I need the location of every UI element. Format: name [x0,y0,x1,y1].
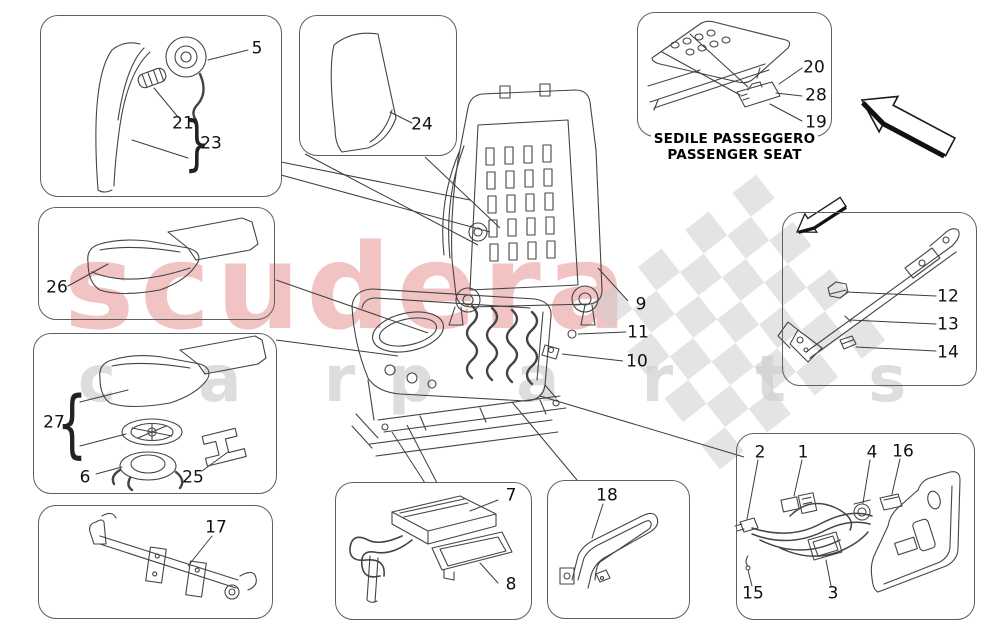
backrest-panel-drawing [330,32,413,153]
panel-headrest [40,15,282,197]
panel-ecu [335,482,532,620]
part-label-11: 11 [627,322,649,343]
part-label-19: 19 [805,112,827,133]
part-label-5: 5 [251,38,263,59]
part-label-24: 24 [411,114,433,135]
harness-drawing [734,458,961,593]
part-label-20: 20 [803,57,825,78]
part-label-23: 23 [200,133,222,154]
part-label-10: 10 [626,351,648,372]
part-label-7: 7 [505,485,517,506]
bracket-17-drawing [89,512,257,600]
callout-brace: { [56,380,88,468]
part-label-8: 8 [505,574,517,595]
watermark-word-car: c a r [78,343,386,417]
seatback-frame-drawing [442,83,603,360]
panel-cushion-27 [33,333,277,494]
wire-18-drawing [559,503,659,589]
part-label-9: 9 [635,294,647,315]
panel-wire-18 [547,480,690,619]
part-label-16: 16 [892,441,914,462]
part-label-27: 27 [43,412,65,433]
direction-arrow-small-icon [796,196,848,234]
caption-line-italian: SEDILE PASSEGGERO [650,131,819,148]
part-label-1: 1 [797,442,809,463]
cushion-26-drawing [67,217,259,295]
part-label-28: 28 [805,85,827,106]
part-label-4: 4 [866,442,878,463]
caption-line-english: PASSENGER SEAT [664,147,805,164]
part-label-26: 26 [46,277,68,298]
cushion-27-drawing [79,335,267,492]
panel-cushion-26 [38,207,275,320]
part-label-2: 2 [754,442,766,463]
direction-arrow-large-icon [860,95,957,159]
headrest-drawing [95,36,249,193]
part-label-21: 21 [172,113,194,134]
callout-brace: } [184,109,210,179]
seat-cushion-frame-drawing [351,288,567,457]
part-label-15: 15 [742,583,764,604]
part-label-13: 13 [937,314,959,335]
panel-harness [736,433,975,620]
ecu-module-drawing [349,495,513,603]
part-label-6: 6 [79,467,91,488]
passenger-seat-caption: SEDILE PASSEGGERO PASSENGER SEAT [612,131,857,164]
panel-rail-trim [782,212,977,386]
part-label-18: 18 [596,485,618,506]
center-callout-leaders [561,267,629,362]
part-label-17: 17 [205,517,227,538]
passenger-seat-mini-drawing [647,20,803,122]
part-label-25: 25 [182,467,204,488]
leader-lines [275,153,745,484]
panel-backrest-panel [299,15,457,156]
part-label-14: 14 [937,342,959,363]
seat-rail-trim-drawing [777,228,960,363]
panel-bracket-17 [38,505,273,619]
part-label-12: 12 [937,286,959,307]
part-label-3: 3 [827,583,839,604]
